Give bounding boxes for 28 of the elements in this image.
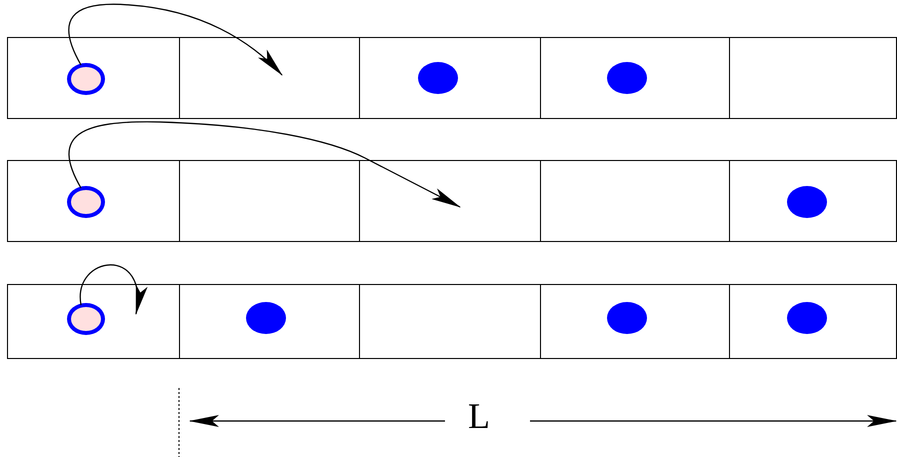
lattice-cell bbox=[540, 284, 730, 359]
lattice-cell bbox=[7, 160, 180, 242]
particle-dot bbox=[246, 302, 286, 334]
lattice-cell bbox=[179, 37, 360, 119]
lattice-cell bbox=[540, 37, 730, 119]
lattice-cell bbox=[7, 37, 180, 119]
particle-dot bbox=[607, 302, 647, 334]
jump-arrow bbox=[80, 264, 146, 315]
lattice-cell bbox=[359, 37, 541, 119]
vacancy-circle bbox=[67, 63, 105, 95]
vacancy-circle bbox=[67, 186, 105, 218]
jump-arrow bbox=[68, 121, 461, 208]
lattice-cell bbox=[729, 284, 897, 359]
lattice-cell bbox=[179, 160, 360, 242]
lattice-cell bbox=[359, 160, 541, 242]
lattice-cell bbox=[540, 160, 730, 242]
vacancy-circle bbox=[67, 303, 105, 335]
lattice-cell bbox=[179, 284, 360, 359]
particle-dot bbox=[787, 186, 827, 218]
lattice-cell bbox=[729, 37, 897, 119]
lattice-cell bbox=[7, 284, 180, 359]
lattice-cell bbox=[729, 160, 897, 242]
particle-dot bbox=[607, 62, 647, 94]
dimension-label: L bbox=[468, 398, 490, 434]
particle-dot bbox=[787, 302, 827, 334]
jump-arrow bbox=[68, 4, 283, 76]
particle-dot bbox=[418, 62, 458, 94]
lattice-cell bbox=[359, 284, 541, 359]
